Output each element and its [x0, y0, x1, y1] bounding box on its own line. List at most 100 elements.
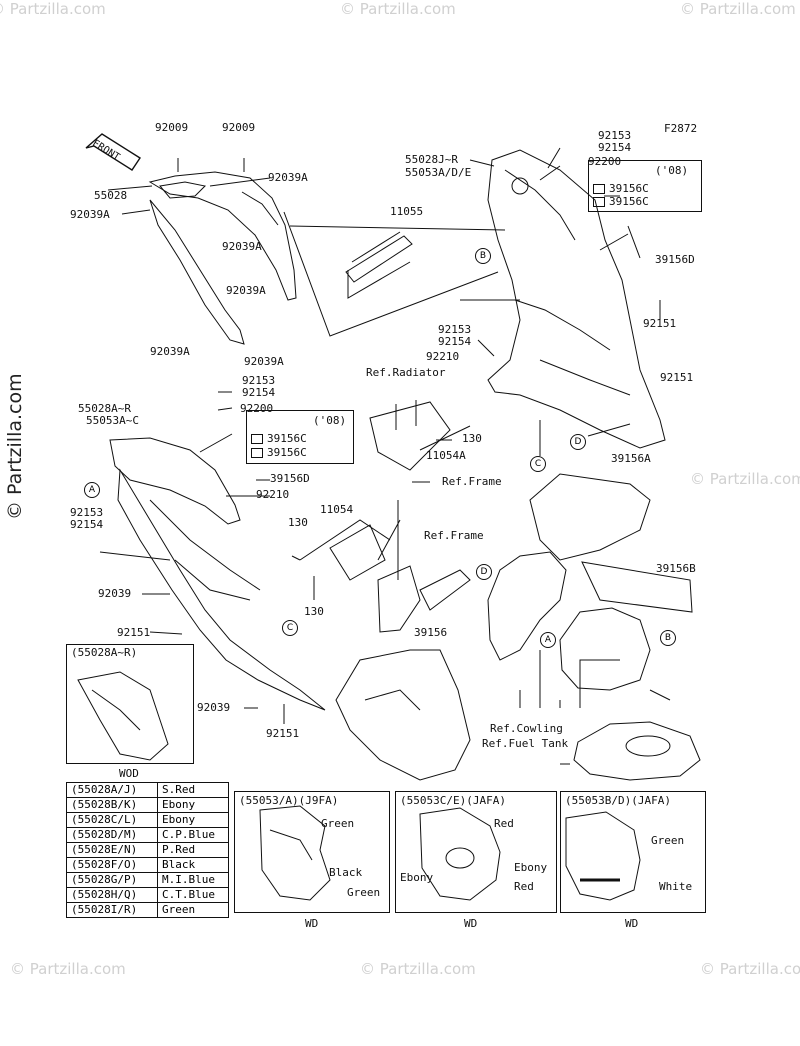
color-table-code: (55028F/O)	[66, 857, 158, 873]
ref-circle-b: B	[660, 630, 676, 646]
callout-130: 130	[462, 432, 482, 445]
callout-92153: 92153	[70, 506, 104, 519]
callout-55053a-c: 55053A~C	[86, 414, 139, 427]
callout-11054a: 11054A	[426, 449, 466, 462]
watermark: © Partzilla.com	[340, 0, 456, 18]
callout-92039a: 92039A	[244, 355, 284, 368]
callout-92210: 92210	[426, 350, 460, 363]
callout-92039a: 92039A	[150, 345, 190, 358]
ref-circle-d: D	[476, 564, 492, 580]
color-table-code: (55028D/M)	[66, 827, 158, 843]
color-table-color: C.T.Blue	[157, 887, 229, 903]
color-table-color: Ebony	[157, 812, 229, 828]
color-table-color: P.Red	[157, 842, 229, 858]
callout-92009: 92009	[155, 121, 189, 134]
callout-92039a: 92039A	[70, 208, 110, 221]
color-table-code: (55028H/Q)	[66, 887, 158, 903]
ref-circle-a: A	[84, 482, 100, 498]
callout-39156c: 39156C	[593, 196, 649, 208]
callout-39156c: 39156C	[593, 183, 649, 195]
inset-title: (55028A~R)	[71, 646, 138, 659]
inset-title: (55053C/E)(JAFA)	[400, 794, 506, 807]
ref-circle-d: D	[570, 434, 586, 450]
inset-label: White	[659, 880, 693, 893]
watermark: © Partzilla.com	[690, 470, 800, 488]
inset-55053c-e: (55053C/E)(JAFA) Red Ebony Ebony Red	[395, 791, 557, 913]
callout-92039a: 92039A	[222, 240, 262, 253]
inset-label: Red	[514, 880, 534, 893]
callout-92151: 92151	[643, 317, 677, 330]
color-table-row: (55028A/J)S.Red	[66, 782, 229, 798]
inset-caption: WD	[625, 917, 639, 930]
ref-circle-c: C	[282, 620, 298, 636]
inset-55053b-d: (55053B/D)(JAFA) Green White	[560, 791, 706, 913]
callout-92151: 92151	[660, 371, 694, 384]
watermark: © Partzilla.com	[700, 960, 800, 978]
callout-92151: 92151	[266, 727, 300, 740]
callout-39156: 39156	[414, 626, 448, 639]
legend-08-top: ('08) 39156C 39156C	[588, 160, 702, 212]
callout-92154: 92154	[598, 141, 632, 154]
callout-130: 130	[288, 516, 308, 529]
color-table-row: (55028B/K)Ebony	[66, 797, 229, 813]
color-table-color: S.Red	[157, 782, 229, 798]
watermark: © Partzilla.com	[10, 960, 126, 978]
callout-39156c: 39156C	[251, 433, 307, 445]
color-table-color: Black	[157, 857, 229, 873]
inset-label: Red	[494, 817, 514, 830]
front-arrow-icon	[85, 133, 141, 171]
color-table-color: Ebony	[157, 797, 229, 813]
ref-circle-a: A	[540, 632, 556, 648]
ref-fuel-tank: Ref.Fuel Tank	[482, 737, 569, 750]
color-table-code: (55028G/P)	[66, 872, 158, 888]
ref-radiator: Ref.Radiator	[366, 366, 446, 379]
ref-frame: Ref.Frame	[442, 475, 502, 488]
callout-11055: 11055	[390, 205, 424, 218]
callout-39156c: 39156C	[251, 447, 307, 459]
callout-92039: 92039	[98, 587, 132, 600]
callout-55028a-r: 55028A~R	[78, 402, 131, 415]
ref-frame: Ref.Frame	[424, 529, 484, 542]
inset-label: Ebony	[400, 871, 434, 884]
callout-55028: 55028	[94, 189, 128, 202]
callout-92154: 92154	[70, 518, 104, 531]
callout-55053a-d-e: 55053A/D/E	[405, 166, 472, 179]
color-table: (55028A/J)S.Red(55028B/K)Ebony(55028C/L)…	[66, 782, 229, 918]
callout-92039a: 92039A	[268, 171, 308, 184]
ref-circle-c: C	[530, 456, 546, 472]
inset-caption: WD	[305, 917, 319, 930]
color-table-row: (55028H/Q)C.T.Blue	[66, 887, 229, 903]
color-table-color: Green	[157, 902, 229, 918]
callout-39156d: 39156D	[655, 253, 695, 266]
callout-55028j-r: 55028J~R	[405, 153, 458, 166]
color-table-row: (55028F/O)Black	[66, 857, 229, 873]
color-table-code: (55028C/L)	[66, 812, 158, 828]
ref-cowling: Ref.Cowling	[490, 722, 563, 735]
inset-title: (55053B/D)(JAFA)	[565, 794, 671, 807]
callout-92153: 92153	[598, 129, 632, 142]
inset-label: Green	[651, 834, 685, 847]
callout-92153: 92153	[242, 374, 276, 387]
inset-label: Ebony	[514, 861, 548, 874]
callout-39156a: 39156A	[611, 452, 651, 465]
callout-92039a: 92039A	[226, 284, 266, 297]
watermark: © Partzilla.com	[360, 960, 476, 978]
watermark: © Partzilla.com	[0, 0, 106, 18]
color-table-row: (55028E/N)P.Red	[66, 842, 229, 858]
inset-title: (55053/A)(J9FA)	[239, 794, 339, 807]
color-table-code: (55028B/K)	[66, 797, 158, 813]
color-table-code: (55028I/R)	[66, 902, 158, 918]
inset-label: Green	[321, 817, 355, 830]
inset-55028a-r: (55028A~R)	[66, 644, 194, 764]
inset-55053-a: (55053/A)(J9FA) Green Black Green	[234, 791, 390, 913]
ref-circle-b: B	[475, 248, 491, 264]
callout-39156d: 39156D	[270, 472, 310, 485]
callout-92151: 92151	[117, 626, 151, 639]
inset-label: Green	[347, 886, 381, 899]
watermark: © Partzilla.com	[680, 0, 796, 18]
color-table-color: M.I.Blue	[157, 872, 229, 888]
diagram-code: F2872	[664, 122, 698, 135]
callout-92009: 92009	[222, 121, 256, 134]
